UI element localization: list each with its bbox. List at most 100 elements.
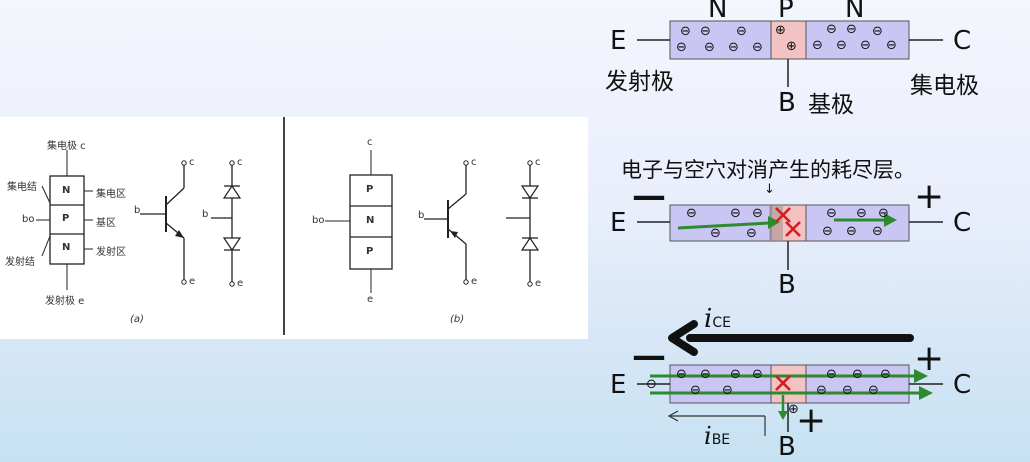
electron: ⊖ [816,383,827,398]
collector-pole-label: 集电极 c [47,141,86,152]
electron: ⊖ [826,206,837,221]
layer-a-2: P [62,213,70,224]
npn-bar-1 [669,20,910,60]
electron: ⊖ [878,206,889,221]
electron: ⊖ [746,226,757,241]
electron: ⊖ [752,367,763,382]
layer-b-1: P [366,184,374,195]
region-p: P [778,0,794,24]
collector-terminal-2: C [953,208,972,238]
electron: ⊖ [886,38,897,53]
layer-a-1: N [62,185,71,196]
electron: ⊖ [856,206,867,221]
emitter-name: 发射极 [605,69,674,95]
layer-b-3: P [366,246,374,257]
emitter-terminal-1: E [610,26,627,56]
plus-sign-right-3: + [914,338,945,379]
electron: ⊖ [822,224,833,239]
hole: ⊕ [786,39,797,54]
hole: ⊕ [788,402,799,417]
depletion-caption: 电子与空穴对消产生的耗尽层。 [621,158,915,182]
caption-b: (b) [450,314,465,325]
symbol-b-e: e [471,276,478,287]
npn-bar-3 [669,364,910,404]
electron: ⊖ [728,40,739,55]
emitter-pole-label: 发射极 e [45,296,85,307]
ibe-symbol: i [704,422,712,450]
emitter-terminal-3: E [610,370,627,400]
electron: ⊖ [700,24,711,39]
electron: ⊖ [690,383,701,398]
ice-symbol: i [704,304,713,334]
electron: ⊖ [846,224,857,239]
electron: ⊖ [868,383,879,398]
diode-a-b: b [202,209,209,220]
electron: ⊖ [676,40,687,55]
collector-terminal-1: C [953,26,972,56]
ice-subscript: CE [712,315,731,331]
emitter-junction-label: 发射结 [5,257,35,268]
symbol-b-c: c [471,157,477,168]
electron: ⊖ [842,383,853,398]
symbol-a-c: c [189,157,195,168]
electron: ⊖ [826,367,837,382]
electron: ⊖ [880,367,891,382]
diode-b-e: e [535,278,542,289]
minus-sign-3: — [632,336,666,376]
region-n-right: N [845,0,865,24]
ice-label: iCE [704,304,731,334]
electron: ⊖ [852,367,863,382]
caption-a: (a) [130,314,144,325]
electron: ⊖ [826,22,837,37]
electron: ⊖ [676,367,687,382]
electron: ⊖ [872,224,883,239]
ibe-subscript: BE [711,432,731,448]
electron: ⊖ [730,367,741,382]
collector-name: 集电极 [910,73,979,99]
electron: ⊖ [686,206,697,221]
diode-b-c: c [535,157,541,168]
base-pin-a: bo [22,214,35,225]
electron: ⊖ [752,40,763,55]
collector-terminal-3: C [953,370,972,400]
depletion-pointer: ↓ [764,182,775,197]
plus-sign-2: + [914,176,945,217]
b-bottom-e: e [367,294,374,305]
diode-a-c: c [237,157,243,168]
electron: ⊖ [704,40,715,55]
emitter-terminal-2: E [610,208,627,238]
base-terminal-2: B [778,270,796,300]
ibe-label: iBE [704,422,730,450]
hole: ⊕ [775,23,786,38]
electron: ⊖ [836,38,847,53]
electron: ⊖ [860,38,871,53]
electron: ⊖ [646,377,657,392]
electron: ⊖ [700,367,711,382]
plus-sign-base-3: + [796,400,827,441]
electron: ⊖ [722,383,733,398]
base-terminal-1: B [778,88,796,118]
electron: ⊖ [736,24,747,39]
electron: ⊖ [710,226,721,241]
collector-region-label: 集电区 [96,189,126,200]
base-name: 基极 [808,92,854,118]
emitter-region-label: 发射区 [96,247,126,258]
base-region-label: 基区 [96,218,116,229]
b-top-c: c [367,137,373,148]
symbol-b-b: b [418,210,425,221]
diode-a-e: e [237,278,244,289]
schematic-panel [0,117,588,339]
electron: ⊖ [846,22,857,37]
base-terminal-3: B [778,432,796,462]
electron: ⊖ [730,206,741,221]
electron: ⊖ [680,24,691,39]
minus-sign-2: — [632,176,666,216]
symbol-a-e: e [189,276,196,287]
collector-junction-label: 集电结 [7,182,37,193]
base-pin-b: bo [312,215,325,226]
electron: ⊖ [872,24,883,39]
layer-a-3: N [62,242,71,253]
layer-b-2: N [366,215,375,226]
